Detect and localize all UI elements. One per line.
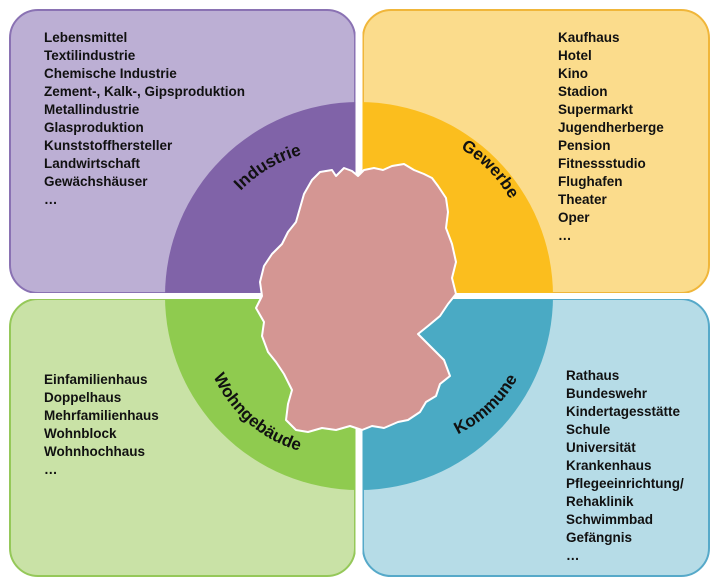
industrie-item: Lebensmittel	[44, 30, 127, 45]
kommune-item: Rathaus	[566, 368, 619, 383]
industrie-item: Landwirtschaft	[44, 156, 141, 171]
industrie-item: Textilindustrie	[44, 48, 136, 63]
gewerbe-item: …	[558, 228, 572, 243]
industrie-item: Kunststoffhersteller	[44, 138, 173, 153]
wohngebaeude-item: …	[44, 462, 58, 477]
gewerbe-item: Stadion	[558, 84, 608, 99]
gewerbe-item: Kaufhaus	[558, 30, 620, 45]
kommune-item: Pflegeeinrichtung/	[566, 476, 684, 491]
kommune-item: Kindertagesstätte	[566, 404, 681, 419]
industrie-item: Zement-, Kalk-, Gipsproduktion	[44, 84, 245, 99]
kommune-list: Rathaus Bundeswehr Kindertagesstätte Sch…	[566, 368, 688, 563]
gewerbe-item: Supermarkt	[558, 102, 634, 117]
gewerbe-item: Fitnessstudio	[558, 156, 646, 171]
industrie-item: Glasproduktion	[44, 120, 144, 135]
wohngebaeude-item: Mehrfamilienhaus	[44, 408, 159, 423]
gewerbe-item: Kino	[558, 66, 588, 81]
wohngebaeude-item: Einfamilienhaus	[44, 372, 148, 387]
wohngebaeude-item: Wohnblock	[44, 426, 117, 441]
gewerbe-item: Oper	[558, 210, 590, 225]
industrie-item: Chemische Industrie	[44, 66, 177, 81]
kommune-item: Bundeswehr	[566, 386, 648, 401]
wohngebaeude-list: Einfamilienhaus Doppelhaus Mehrfamilienh…	[44, 372, 163, 477]
germany-map	[255, 163, 457, 433]
gewerbe-item: Hotel	[558, 48, 592, 63]
gewerbe-item: Jugendherberge	[558, 120, 664, 135]
kommune-item: Rehaklinik	[566, 494, 634, 509]
gewerbe-item: Theater	[558, 192, 608, 207]
industrie-item: Metallindustrie	[44, 102, 140, 117]
wohngebaeude-item: Wohnhochhaus	[44, 444, 145, 459]
industrie-item: Gewächshäuser	[44, 174, 148, 189]
kommune-item: Universität	[566, 440, 636, 455]
gewerbe-item: Flughafen	[558, 174, 623, 189]
kommune-item: Krankenhaus	[566, 458, 652, 473]
industrie-list: Lebensmittel Textilindustrie Chemische I…	[44, 30, 249, 207]
kommune-item: Schule	[566, 422, 611, 437]
gewerbe-list: Kaufhaus Hotel Kino Stadion Supermarkt J…	[558, 30, 668, 243]
kommune-item: Schwimmbad	[566, 512, 653, 527]
kommune-item: …	[566, 548, 580, 563]
gewerbe-item: Pension	[558, 138, 611, 153]
kommune-item: Gefängnis	[566, 530, 632, 545]
wohngebaeude-item: Doppelhaus	[44, 390, 121, 405]
industrie-item: …	[44, 192, 58, 207]
